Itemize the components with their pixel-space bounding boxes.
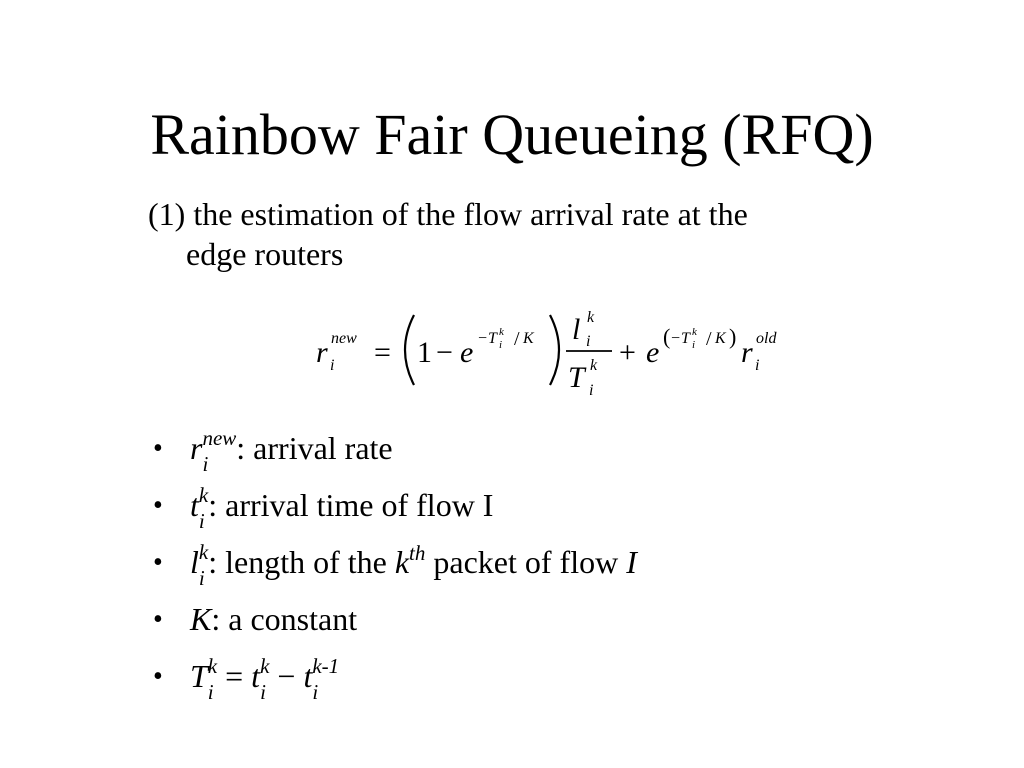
var-r: r <box>190 430 203 466</box>
var-l: l <box>190 544 199 580</box>
formula-e2: e <box>646 336 659 369</box>
formula-frac-l-sub: i <box>586 333 590 350</box>
kth-base: k <box>394 544 410 580</box>
eq-sign: = <box>217 658 252 694</box>
var-T: T <box>190 658 208 694</box>
t2-sup: k-1 <box>312 654 340 678</box>
formula-exp2-k: k <box>692 326 698 338</box>
formula-svg: r new i = 1 − e − T i k / K l k i T <box>316 309 777 399</box>
formula-frac-l-sup: k <box>587 309 595 326</box>
formula-left-paren <box>404 314 415 386</box>
slide-subtitle: (1) the estimation of the flow arrival r… <box>148 194 908 274</box>
formula-exp1-K: K <box>522 330 535 347</box>
l-scripts: kik <box>199 534 208 595</box>
l-sup: k <box>198 540 209 564</box>
T-sup: k <box>207 654 218 678</box>
t2-scripts: k-1ik-1 <box>312 648 339 709</box>
formula-right-paren <box>549 314 560 386</box>
def-text: : a constant <box>211 601 358 637</box>
T-sub: i <box>207 680 214 704</box>
t1-scripts: kik <box>260 648 269 709</box>
var-t: t <box>190 487 199 523</box>
t1-sub: i <box>260 680 266 704</box>
formula-exp2-slash: / <box>706 328 712 350</box>
bullet-dot: • <box>153 547 163 578</box>
r-sub: i <box>202 452 209 476</box>
slide-title: Rainbow Fair Queueing (RFQ) <box>150 102 874 167</box>
bullet-dot: • <box>153 604 163 635</box>
formula-one: 1 <box>417 336 432 369</box>
formula-r-new: r <box>316 336 328 369</box>
bullet-dot: • <box>153 490 163 521</box>
minus-sign: − <box>269 658 304 694</box>
formula-frac-l: l <box>572 313 580 346</box>
var-t1: t <box>251 658 261 694</box>
formula-r-old-sup: old <box>756 330 777 347</box>
T-scripts: kik <box>208 648 217 709</box>
formula-exp2-K: K <box>714 330 727 347</box>
formula-r-new-sup: new <box>331 330 357 347</box>
formula-equals: = <box>374 336 391 369</box>
t-sub: i <box>198 509 205 533</box>
formula-r-old: r <box>741 336 753 369</box>
list-item: • lkik: length of the kth packet of flow… <box>150 534 910 591</box>
kth-sup: th <box>409 541 426 565</box>
var-K: K <box>190 601 212 637</box>
var-t2: t <box>303 658 313 694</box>
formula-exp2-lparen: ( <box>663 324 670 349</box>
formula-exp1-i: i <box>499 339 502 351</box>
formula-exp1-slash: / <box>514 328 520 350</box>
t-scripts: kik <box>199 477 208 538</box>
formula-r-old-sub: i <box>755 357 759 374</box>
t-sup: k <box>198 483 209 507</box>
list-item: • K: a constant <box>150 591 910 648</box>
def-text: : arrival time of flow I <box>208 487 494 523</box>
formula-plus: + <box>619 336 636 369</box>
r-sup: new <box>202 426 237 450</box>
formula-frac-T-sup: k <box>590 357 598 374</box>
l-sub: i <box>198 566 205 590</box>
def-text: : arrival rate <box>236 430 393 466</box>
list-item: • Tkik = tkik − tk-1ik-1 <box>150 648 910 705</box>
t1-sup: k <box>260 654 270 678</box>
formula-exp1-T: T <box>488 330 498 347</box>
flow-var: I <box>626 544 637 580</box>
formula-e1: e <box>460 336 473 369</box>
formula-r-new-sub: i <box>330 357 334 374</box>
bullet-dot: • <box>153 661 163 692</box>
formula-exp2-i: i <box>692 339 695 351</box>
def-text-a: : length of the <box>208 544 395 580</box>
subtitle-line-2: edge routers <box>186 236 344 272</box>
rate-estimation-formula: r new i = 1 − e − T i k / K l k i T <box>310 300 810 410</box>
subtitle-line-1: (1) the estimation of the flow arrival r… <box>148 196 748 232</box>
definition-list: • rnewinew: arrival rate • tkik: arrival… <box>150 420 910 705</box>
bullet-dot: • <box>153 433 163 464</box>
formula-exp2-neg: − <box>671 330 680 347</box>
formula-minus: − <box>436 336 453 369</box>
formula-frac-T: T <box>568 361 587 394</box>
formula-exp2-T: T <box>681 330 691 347</box>
formula-exp2-rparen: ) <box>729 324 736 349</box>
t2-sub: i <box>312 680 319 704</box>
r-scripts: newinew <box>202 420 236 481</box>
def-text-b: packet of flow <box>425 544 627 580</box>
list-item: • tkik: arrival time of flow I <box>150 477 910 534</box>
formula-exp1-neg: − <box>478 330 487 347</box>
formula-exp1-k: k <box>499 326 505 338</box>
list-item: • rnewinew: arrival rate <box>150 420 910 477</box>
formula-frac-T-sub: i <box>589 382 593 399</box>
